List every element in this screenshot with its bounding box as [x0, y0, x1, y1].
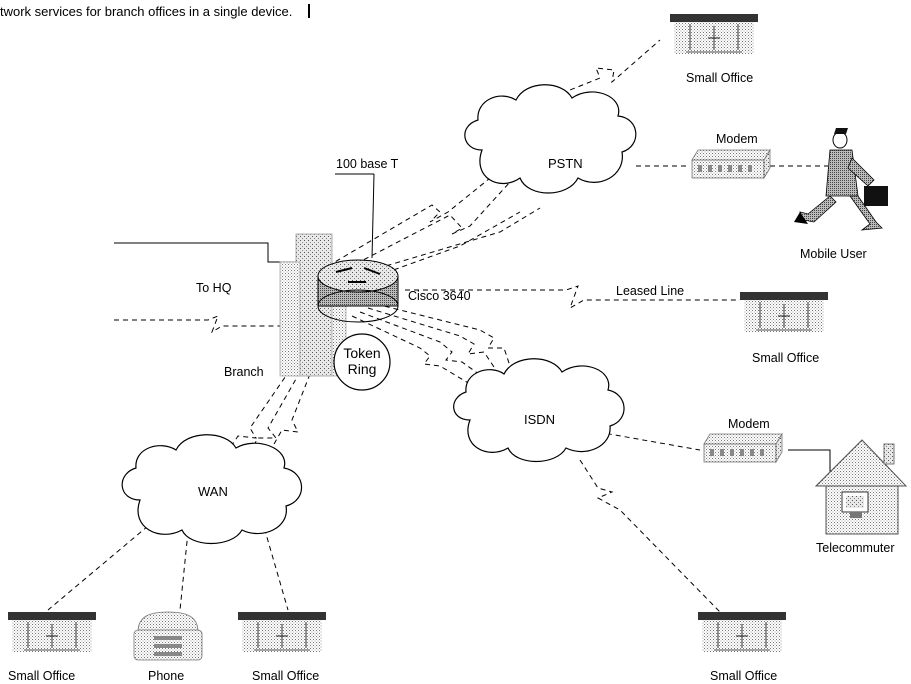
telephone-icon [133, 611, 203, 661]
house-icon [814, 439, 908, 535]
caption-label: twork services for branch offices in a s… [0, 4, 293, 19]
isdn-cloud: ISDN [453, 358, 625, 462]
router-label: Cisco 3640 [408, 289, 471, 303]
small-office-bottom-right-label: Small Office [710, 669, 777, 683]
branch-wan-link-3 [265, 373, 311, 459]
token-ring-label-line2: Ring [348, 361, 377, 377]
small-office-bottom-mid-label: Small Office [252, 669, 319, 683]
wan-office-mid-link [261, 519, 289, 611]
router-pstn-link-3 [351, 207, 541, 277]
leased-line-link [405, 285, 740, 310]
token-ring: Token Ring [333, 333, 391, 391]
ethernet-link [371, 173, 375, 259]
hq-dashed-link [114, 315, 290, 334]
small-office-top-label: Small Office [686, 71, 753, 85]
router-pstn-link-1 [327, 169, 501, 267]
token-ring-label-line1: Token [343, 345, 380, 361]
wan-cloud: WAN [121, 434, 303, 545]
hq-solid-link [114, 242, 300, 263]
office-building-icon [697, 611, 787, 653]
pstn-cloud: PSTN [464, 84, 637, 194]
router-isdn-link-1 [351, 315, 481, 391]
leased-line-label: Leased Line [616, 284, 684, 298]
wan-office-left-link [47, 525, 149, 611]
wan-phone-link [179, 531, 189, 611]
office-building-icon [739, 291, 829, 333]
modem-mid-label: Modem [728, 417, 770, 431]
ethernet-label: 100 base T [336, 157, 399, 171]
office-building-icon [7, 611, 97, 653]
isdn-modem-link [597, 431, 701, 451]
router-pstn-link-2 [339, 181, 511, 273]
office-building-icon [237, 611, 327, 653]
caption-text: twork services for branch offices in a s… [0, 4, 311, 19]
modem-icon [703, 433, 783, 463]
wan-label: WAN [198, 484, 228, 499]
modem-top-label: Modem [716, 132, 758, 146]
isdn-office-link [579, 459, 721, 613]
modem-icon [691, 149, 771, 179]
small-office-right-label: Small Office [752, 351, 819, 365]
router-icon [317, 259, 399, 323]
office-building-icon [669, 13, 759, 55]
isdn-label: ISDN [524, 412, 555, 427]
mobile-user-label: Mobile User [800, 247, 867, 261]
mobile-user-icon [794, 128, 888, 231]
telecommuter-label: Telecommuter [816, 541, 895, 555]
router-isdn-link-3 [367, 307, 501, 377]
small-office-bottom-left-label: Small Office [8, 669, 75, 683]
pstn-label: PSTN [548, 156, 583, 171]
phone-label: Phone [148, 669, 184, 683]
pstn-office-link [519, 39, 661, 111]
to-hq-label: To HQ [196, 281, 232, 295]
branch-label: Branch [224, 365, 264, 379]
router-isdn-link-4 [375, 303, 513, 373]
text-cursor [308, 4, 311, 18]
